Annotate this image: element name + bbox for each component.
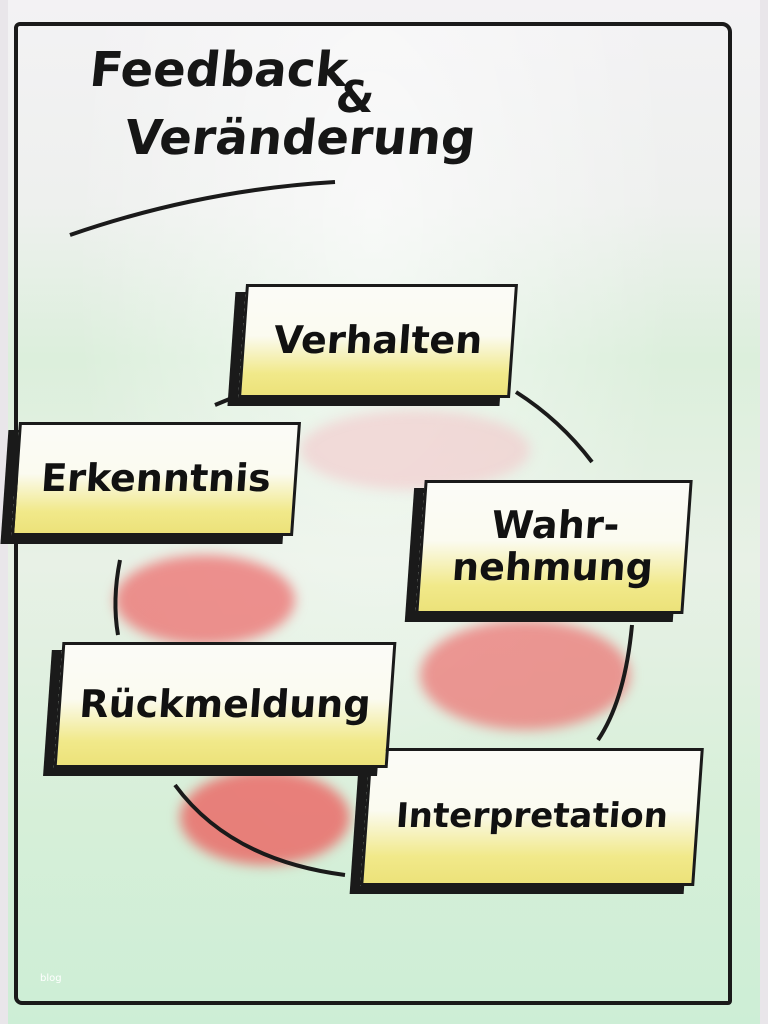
cycle-fill-top	[300, 410, 530, 490]
cycle-fill-right	[420, 620, 630, 730]
watermark: blog	[40, 973, 62, 984]
box-wahrnehmung: Wahr-nehmung	[415, 480, 693, 614]
box-verhalten: Verhalten	[238, 284, 518, 398]
box-interpretation: Interpretation	[360, 748, 704, 886]
label-interpretation: Interpretation	[394, 796, 670, 837]
title-line2: Veränderung	[122, 110, 479, 166]
title-line1: Feedback	[87, 42, 351, 98]
cycle-fill-bottom	[180, 770, 350, 865]
label-verhalten: Verhalten	[272, 318, 484, 363]
label-rueckmeldung: Rückmeldung	[78, 682, 373, 727]
box-erkenntnis: Erkenntnis	[11, 422, 301, 536]
label-erkenntnis: Erkenntnis	[39, 456, 273, 501]
box-rueckmeldung: Rückmeldung	[53, 642, 397, 768]
label-wahrnehmung-1: Wahr-	[490, 503, 621, 548]
cycle-fill-left	[115, 555, 295, 645]
label-wahrnehmung-2: nehmung	[450, 545, 655, 589]
